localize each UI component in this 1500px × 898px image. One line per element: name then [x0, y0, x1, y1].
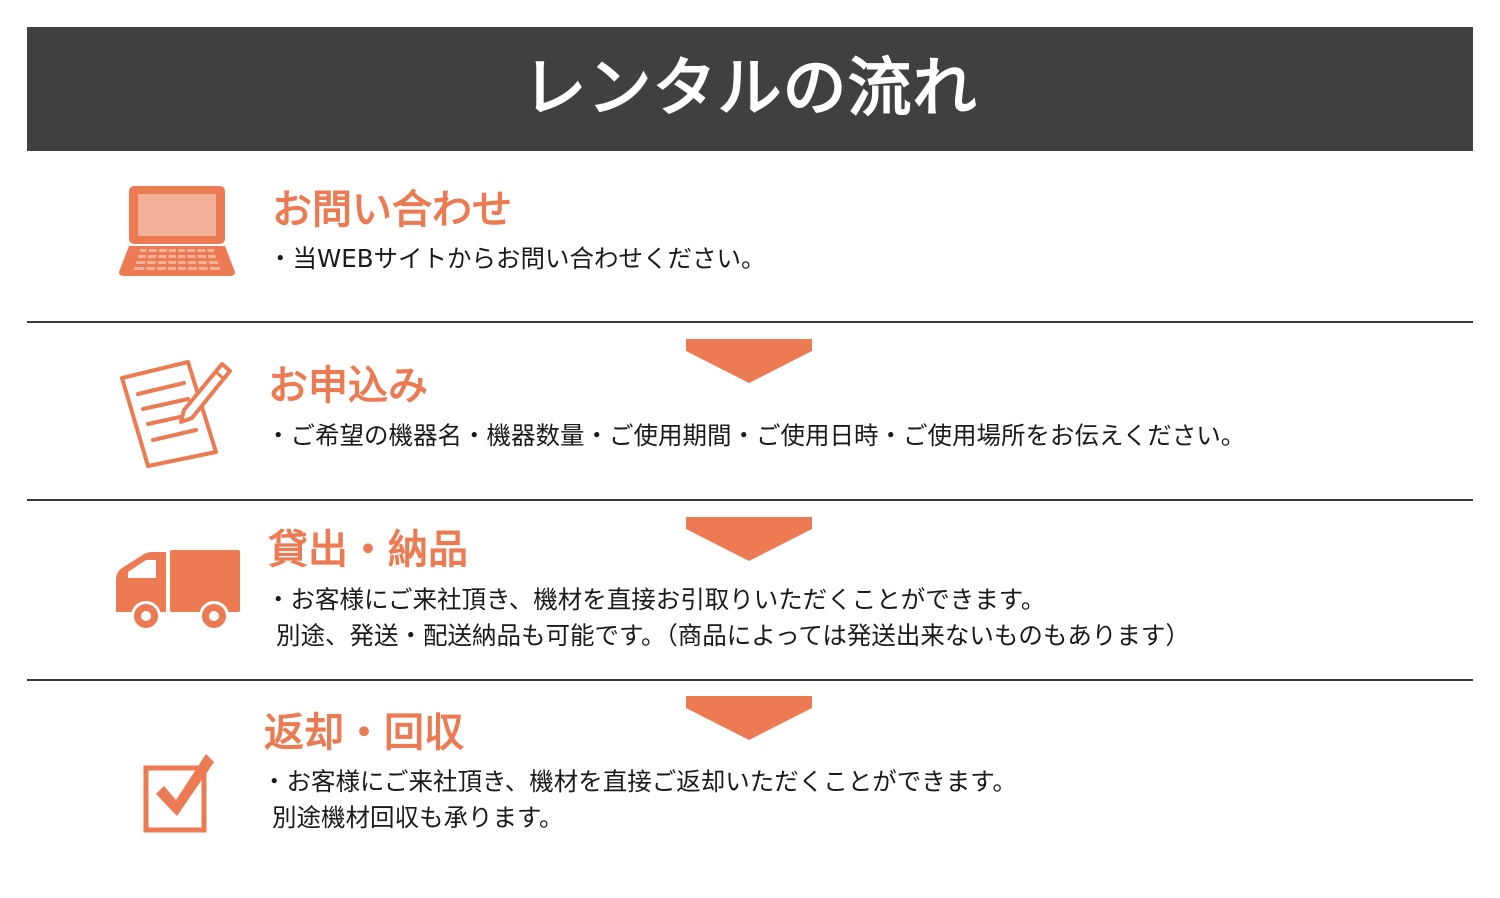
checkbox-icon — [143, 754, 214, 833]
document-pen-icon — [120, 360, 232, 468]
page-title: レンタルの流れ — [522, 52, 978, 126]
truck-icon — [116, 550, 240, 631]
step-description-line: ・お客様にご来社頂き、機材を直接ご返却いただくことができます。 — [262, 767, 1017, 796]
arrow-down-icon — [686, 339, 812, 383]
step-title: お申込み — [268, 363, 428, 409]
step-description: ・お客様にご来社頂き、機材を直接ご返却いただくことができます。 別途機材回収も承… — [262, 764, 1017, 836]
step-title: お問い合わせ — [272, 187, 512, 233]
step-title: 返却・回収 — [264, 710, 464, 756]
step-description-line: ・ご希望の機器名・機器数量・ご使用期間・ご使用日時・ご使用場所をお伝えください。 — [266, 421, 1246, 450]
step-description: ・ご希望の機器名・機器数量・ご使用期間・ご使用日時・ご使用場所をお伝えください。 — [266, 418, 1245, 454]
step-title: 貸出・納品 — [268, 527, 468, 573]
laptop-icon — [119, 186, 235, 276]
divider — [27, 321, 1473, 323]
step-description-line: 別途、発送・配送納品も可能です。（商品によっては発送出来ないものもあります） — [276, 621, 1190, 650]
arrow-down-icon — [686, 696, 812, 740]
divider — [27, 679, 1473, 681]
step-description-line: ・当WEBサイトからお問い合わせください。 — [268, 244, 766, 273]
divider — [27, 499, 1473, 501]
page-header: レンタルの流れ — [27, 27, 1473, 151]
arrow-down-icon — [686, 517, 812, 561]
step-description: ・お客様にご来社頂き、機材を直接お引取りいただくことができます。 別途、発送・配… — [266, 582, 1190, 654]
step-description: ・当WEBサイトからお問い合わせください。 — [268, 241, 766, 277]
step-description-line: 別途機材回収も承ります。 — [272, 803, 564, 832]
step-description-line: ・お客様にご来社頂き、機材を直接お引取りいただくことができます。 — [266, 585, 1046, 614]
